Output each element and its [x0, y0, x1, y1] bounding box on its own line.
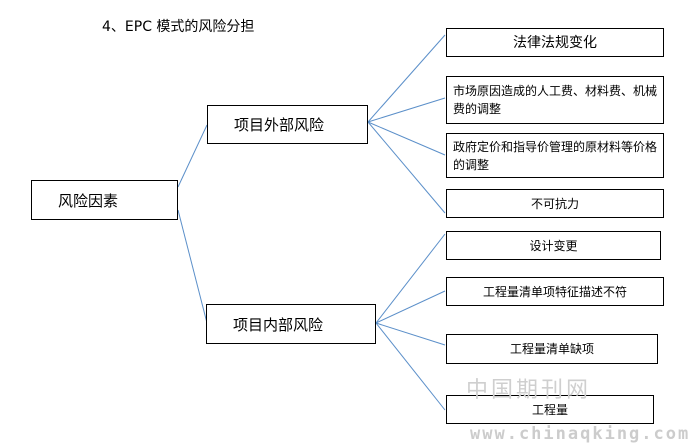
connector-root-external	[177, 124, 208, 188]
leaf-node: 工程量	[446, 395, 654, 424]
branch-node-label: 项目外部风险	[234, 116, 325, 134]
connector-external-leaf-4	[367, 121, 446, 214]
connector-internal-leaf-3	[375, 322, 446, 346]
leaf-node: 工程量清单项特征描述不符	[446, 277, 664, 306]
branch-node-label: 项目内部风险	[233, 315, 324, 334]
root-node-label: 风险因素	[58, 191, 119, 210]
leaf-node-label: 工程量清单缺项	[509, 342, 594, 356]
leaf-node-label: 法律法规变化	[513, 34, 597, 51]
leaf-node: 法律法规变化	[446, 28, 664, 57]
leaf-node-label: 工程量清单项特征描述不符	[482, 284, 627, 299]
leaf-node-label: 政府定价和指导价管理的原材料等价格的调整	[453, 139, 658, 172]
leaf-node: 设计变更	[446, 231, 661, 260]
leaf-node: 不可抗力	[446, 189, 664, 218]
connector-internal-leaf-1	[375, 233, 446, 324]
leaf-node-label: 不可抗力	[530, 196, 579, 211]
connector-external-leaf-2	[367, 97, 446, 123]
leaf-node: 工程量清单缺项	[446, 334, 658, 364]
leaf-node: 政府定价和指导价管理的原材料等价格的调整	[446, 133, 664, 178]
connector-root-internal	[177, 209, 208, 324]
leaf-node-label: 市场原因造成的人工费、材料费、机械费的调整	[453, 84, 658, 116]
connector-external-leaf-3	[367, 121, 446, 156]
branch-node-internal: 项目内部风险	[206, 304, 376, 344]
connector-external-leaf-1	[367, 34, 446, 123]
leaf-node-label: 设计变更	[529, 238, 578, 253]
leaf-node: 市场原因造成的人工费、材料费、机械费的调整	[446, 76, 664, 124]
connector-internal-leaf-2	[375, 290, 446, 324]
leaf-node-label: 工程量	[531, 402, 568, 417]
branch-node-external: 项目外部风险	[207, 105, 368, 144]
connector-internal-leaf-4	[375, 322, 446, 411]
watermark-site-name: 中国期刊网	[466, 378, 592, 403]
root-node: 风险因素	[31, 180, 178, 220]
diagram-heading: 4、EPC 模式的风险分担	[102, 19, 255, 35]
watermark-url: www.chinaqking.com	[470, 424, 691, 444]
